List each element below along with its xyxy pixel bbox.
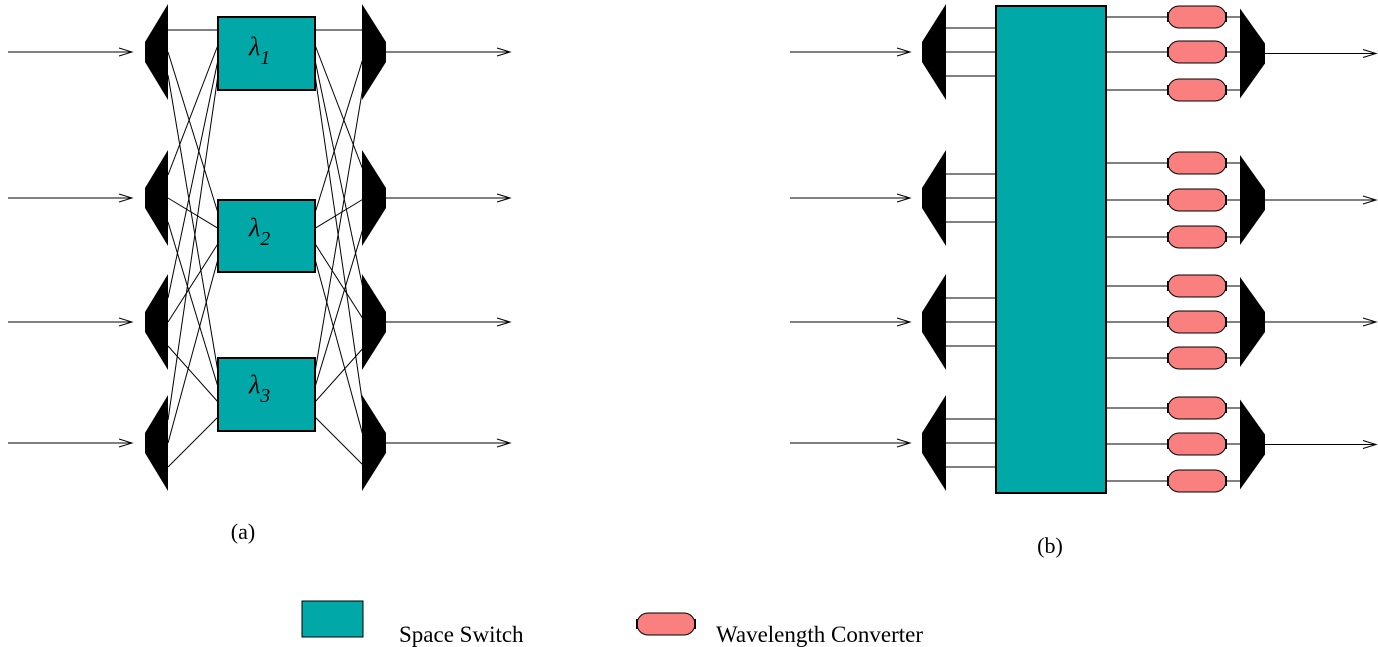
space-switch-lambda-1 [217,16,316,91]
wire-out-1-2 [314,221,366,388]
wavelength-converter-1-1 [1167,5,1227,29]
panel-a-caption: (a) [231,519,255,544]
demux-b-2 [922,150,946,246]
input-fiber-arrow-b-2 [790,193,912,203]
wire-out-3-2 [314,416,366,468]
wire-in-0-1 [167,51,219,214]
mux-b-3 [1240,277,1265,367]
wavelength-converter-2-1 [1167,151,1227,175]
mux-3 [362,274,386,370]
input-fiber-arrow-4 [8,438,134,448]
input-fiber-arrow-b-4 [790,438,912,448]
wire-in-2-1 [167,243,219,323]
switch-label-lambda-2: λ2 [248,213,270,250]
wire-out-0-1 [314,51,366,214]
output-fiber-arrow-3 [386,317,512,327]
output-fiber-arrow-2 [386,193,512,203]
wavelength-converter-2-2 [1167,188,1227,212]
demux-4 [145,395,168,491]
demux-b-3 [922,274,946,370]
input-fiber-arrow-b-1 [790,47,912,57]
wire-in-3-1 [167,258,219,444]
wavelength-converter-4-2 [1167,432,1227,456]
mux-b-4 [1240,399,1265,490]
legend-space-switch-label: Space Switch [399,622,524,647]
wire-out-1-0 [314,44,366,176]
output-fiber-arrow-1 [386,47,512,57]
input-fiber-arrow-b-3 [790,317,912,327]
wire-out-1-1 [314,197,366,229]
input-fiber-arrow-1 [8,47,134,57]
wire-out-0-2 [314,74,366,373]
wire-out-3-0 [314,74,366,421]
output-fiber-arrow-4 [386,438,512,448]
legend-wavelength-converter-label: Wavelength Converter [716,622,923,647]
wavelength-converter-1-3 [1167,78,1227,102]
wavelength-converter-2-3 [1167,225,1227,249]
wire-in-3-2 [167,416,219,468]
panel-a-wavelength-plane-switch [8,4,512,491]
panel-a-wiring [167,29,366,468]
output-fiber-arrow-b-2 [1265,195,1378,205]
mux-b-2 [1240,155,1265,245]
output-fiber-arrow-b-3 [1265,317,1378,327]
input-fiber-arrow-3 [8,317,134,327]
mux-b-1 [1240,8,1265,99]
wire-in-1-1 [167,197,219,229]
wire-out-2-2 [314,345,366,403]
legend-converter-shape [636,612,696,636]
output-fiber-arrow-b-1 [1265,49,1378,58]
legend-wavelength-converter-swatch [636,612,696,636]
demux-1 [145,4,168,100]
switch-label-lambda-3: λ3 [248,370,270,407]
demux-b-1 [922,4,946,100]
wire-out-2-0 [314,59,366,299]
wavelength-converter-3-2 [1167,310,1227,334]
wire-in-2-0 [167,59,219,299]
wavelength-converter-4-3 [1167,469,1227,493]
wire-in-2-2 [167,345,219,403]
wire-out-3-1 [314,258,366,444]
demux-2 [145,150,168,246]
wavelength-converter-3-1 [1167,274,1227,298]
output-fiber-arrow-b-4 [1265,440,1378,449]
wavelength-converter-4-1 [1167,396,1227,420]
wavelength-converter-1-2 [1167,40,1227,64]
mux-1 [362,4,386,100]
panel-b-switch-with-converters [790,4,1378,494]
space-switch-lambda-3 [217,357,316,432]
mux-4 [362,395,386,491]
wire-in-1-2 [167,221,219,388]
space-switch-large [995,5,1107,494]
input-fiber-arrow-2 [8,193,134,203]
wire-out-2-1 [314,243,366,323]
wire-in-1-0 [167,44,219,176]
mux-2 [362,150,386,246]
legend-space-switch-swatch [301,600,364,638]
wavelength-converter-3-3 [1167,346,1227,370]
space-switch-lambda-2 [217,199,316,273]
demux-3 [145,274,168,370]
switch-label-lambda-1: λ1 [248,32,270,69]
wire-in-0-2 [167,74,219,373]
panel-b-caption: (b) [1037,533,1063,558]
wire-in-3-0 [167,74,219,421]
demux-b-4 [922,395,946,491]
